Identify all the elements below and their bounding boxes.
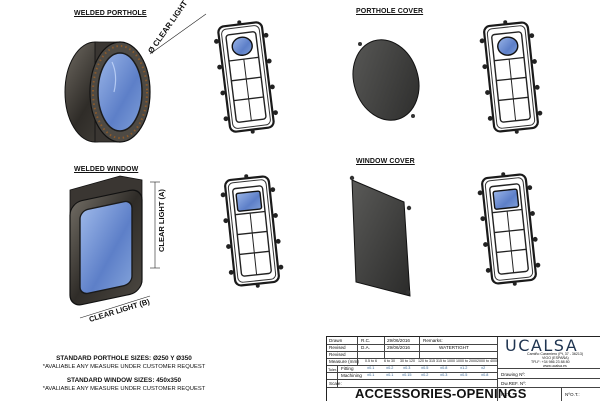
measure-col: 120 to 315 <box>418 359 435 363</box>
window-sizes: STANDARD WINDOW SIZES: 450x350 <box>66 377 182 384</box>
measure-col: 6 to 30 <box>384 359 395 363</box>
fitting-val: ±0.5 <box>421 366 429 370</box>
toler-label: Toler. <box>328 368 338 372</box>
fitting-label: Fitting <box>341 366 354 371</box>
title-block: Drawn R.C. 29/06/2016 Revised D.A. 29/06… <box>326 336 600 401</box>
heading-window-cover: WINDOW COVER <box>356 158 415 165</box>
welded-porthole-drawing <box>64 13 207 143</box>
fitting-val: ±0.8 <box>440 366 448 370</box>
remarks-label: Remarks: <box>423 338 443 343</box>
machining-val: ±0.2 <box>421 373 429 377</box>
dim-clear-light-a: CLEAR LIGHT (A) <box>157 189 166 252</box>
window-cover-drawing <box>349 175 412 297</box>
window-sizes-note: STANDARD WINDOW SIZES: 450x350 *AVALIABL… <box>14 377 234 393</box>
drawn-by: R.C. <box>361 338 371 343</box>
heading-welded-window: WELDED WINDOW <box>74 166 139 173</box>
window-door-drawing <box>217 170 287 292</box>
porthole-cover-drawing <box>352 39 420 121</box>
machining-val: ±0.1 <box>367 373 375 377</box>
company-address-line: Camiño Caramiero (Pt. 37 - 36213) <box>527 352 584 356</box>
measure-col: 30 to 120 <box>400 359 415 363</box>
drawing-title: ACCESSORIES-OPENINGS <box>355 386 527 401</box>
revised-label: Revised <box>329 345 346 350</box>
not-label: NºO.T.: <box>565 392 580 397</box>
machining-val: ±0.5 <box>460 373 468 377</box>
window-door-rear-drawing <box>474 168 544 290</box>
machining-label: Machining <box>341 373 362 378</box>
heading-porthole-cover: PORTHOLE COVER <box>356 8 424 15</box>
remarks-value: WATERTIGHT <box>439 345 469 350</box>
rev-label: REV. <box>501 392 512 397</box>
scale-label: Scale: <box>329 381 342 386</box>
company-address-line: TFLF: +34 986 23 88 80 <box>531 360 570 364</box>
revised2-label: Revised <box>329 352 346 357</box>
window-custom-note: *AVALIABLE ANY MEASURE UNDER CUSTOMER RE… <box>42 386 206 392</box>
measure-label: Measure (mm) <box>329 359 359 364</box>
dw-ref-label: Dw.REF. Nº: <box>501 381 527 386</box>
fitting-val: ±0.2 <box>386 366 394 370</box>
dim-clear-light-diameter: Ø CLEAR LIGHT <box>146 0 189 55</box>
porthole-door-rear-drawing <box>476 16 546 138</box>
company-address-line: VIGO (ESPAÑA) <box>542 356 569 360</box>
welded-window-drawing <box>69 175 160 319</box>
fitting-val: ±1.2 <box>460 366 468 370</box>
measure-col: 1000 to 2000 <box>456 359 477 363</box>
porthole-door-drawing <box>210 15 282 139</box>
porthole-custom-note: *AVALIABLE ANY MEASURE UNDER CUSTOMER RE… <box>42 364 206 370</box>
company-logo: UCALSA <box>505 336 579 355</box>
company-address-line: www.ucalsa.es <box>543 364 567 368</box>
drawn-label: Drawn <box>329 338 343 343</box>
porthole-sizes: STANDARD PORTHOLE SIZES: Ø250 Y Ø350 <box>56 355 192 362</box>
porthole-sizes-note: STANDARD PORTHOLE SIZES: Ø250 Y Ø350 *AV… <box>14 355 234 371</box>
measure-col: 2000 to 4000 <box>477 359 498 363</box>
machining-val: ±0.15 <box>402 373 412 377</box>
measure-col: 315 to 1000 <box>436 359 455 363</box>
fitting-val: ±0.1 <box>367 366 375 370</box>
fitting-val: ±2 <box>481 366 486 370</box>
revised-date: 29/06/2016 <box>387 345 410 350</box>
machining-val: ±0.8 <box>481 373 489 377</box>
drawing-no-label: Drawing Nº: <box>501 372 526 377</box>
drawn-date: 29/06/2016 <box>387 338 410 343</box>
revised-by: D.A. <box>361 345 370 350</box>
machining-val: ±0.3 <box>440 373 448 377</box>
fitting-val: ±0.3 <box>403 366 411 370</box>
measure-col: 0.5 to 6 <box>365 359 377 363</box>
heading-welded-porthole: WELDED PORTHOLE <box>74 10 147 17</box>
machining-val: ±0.1 <box>386 373 394 377</box>
